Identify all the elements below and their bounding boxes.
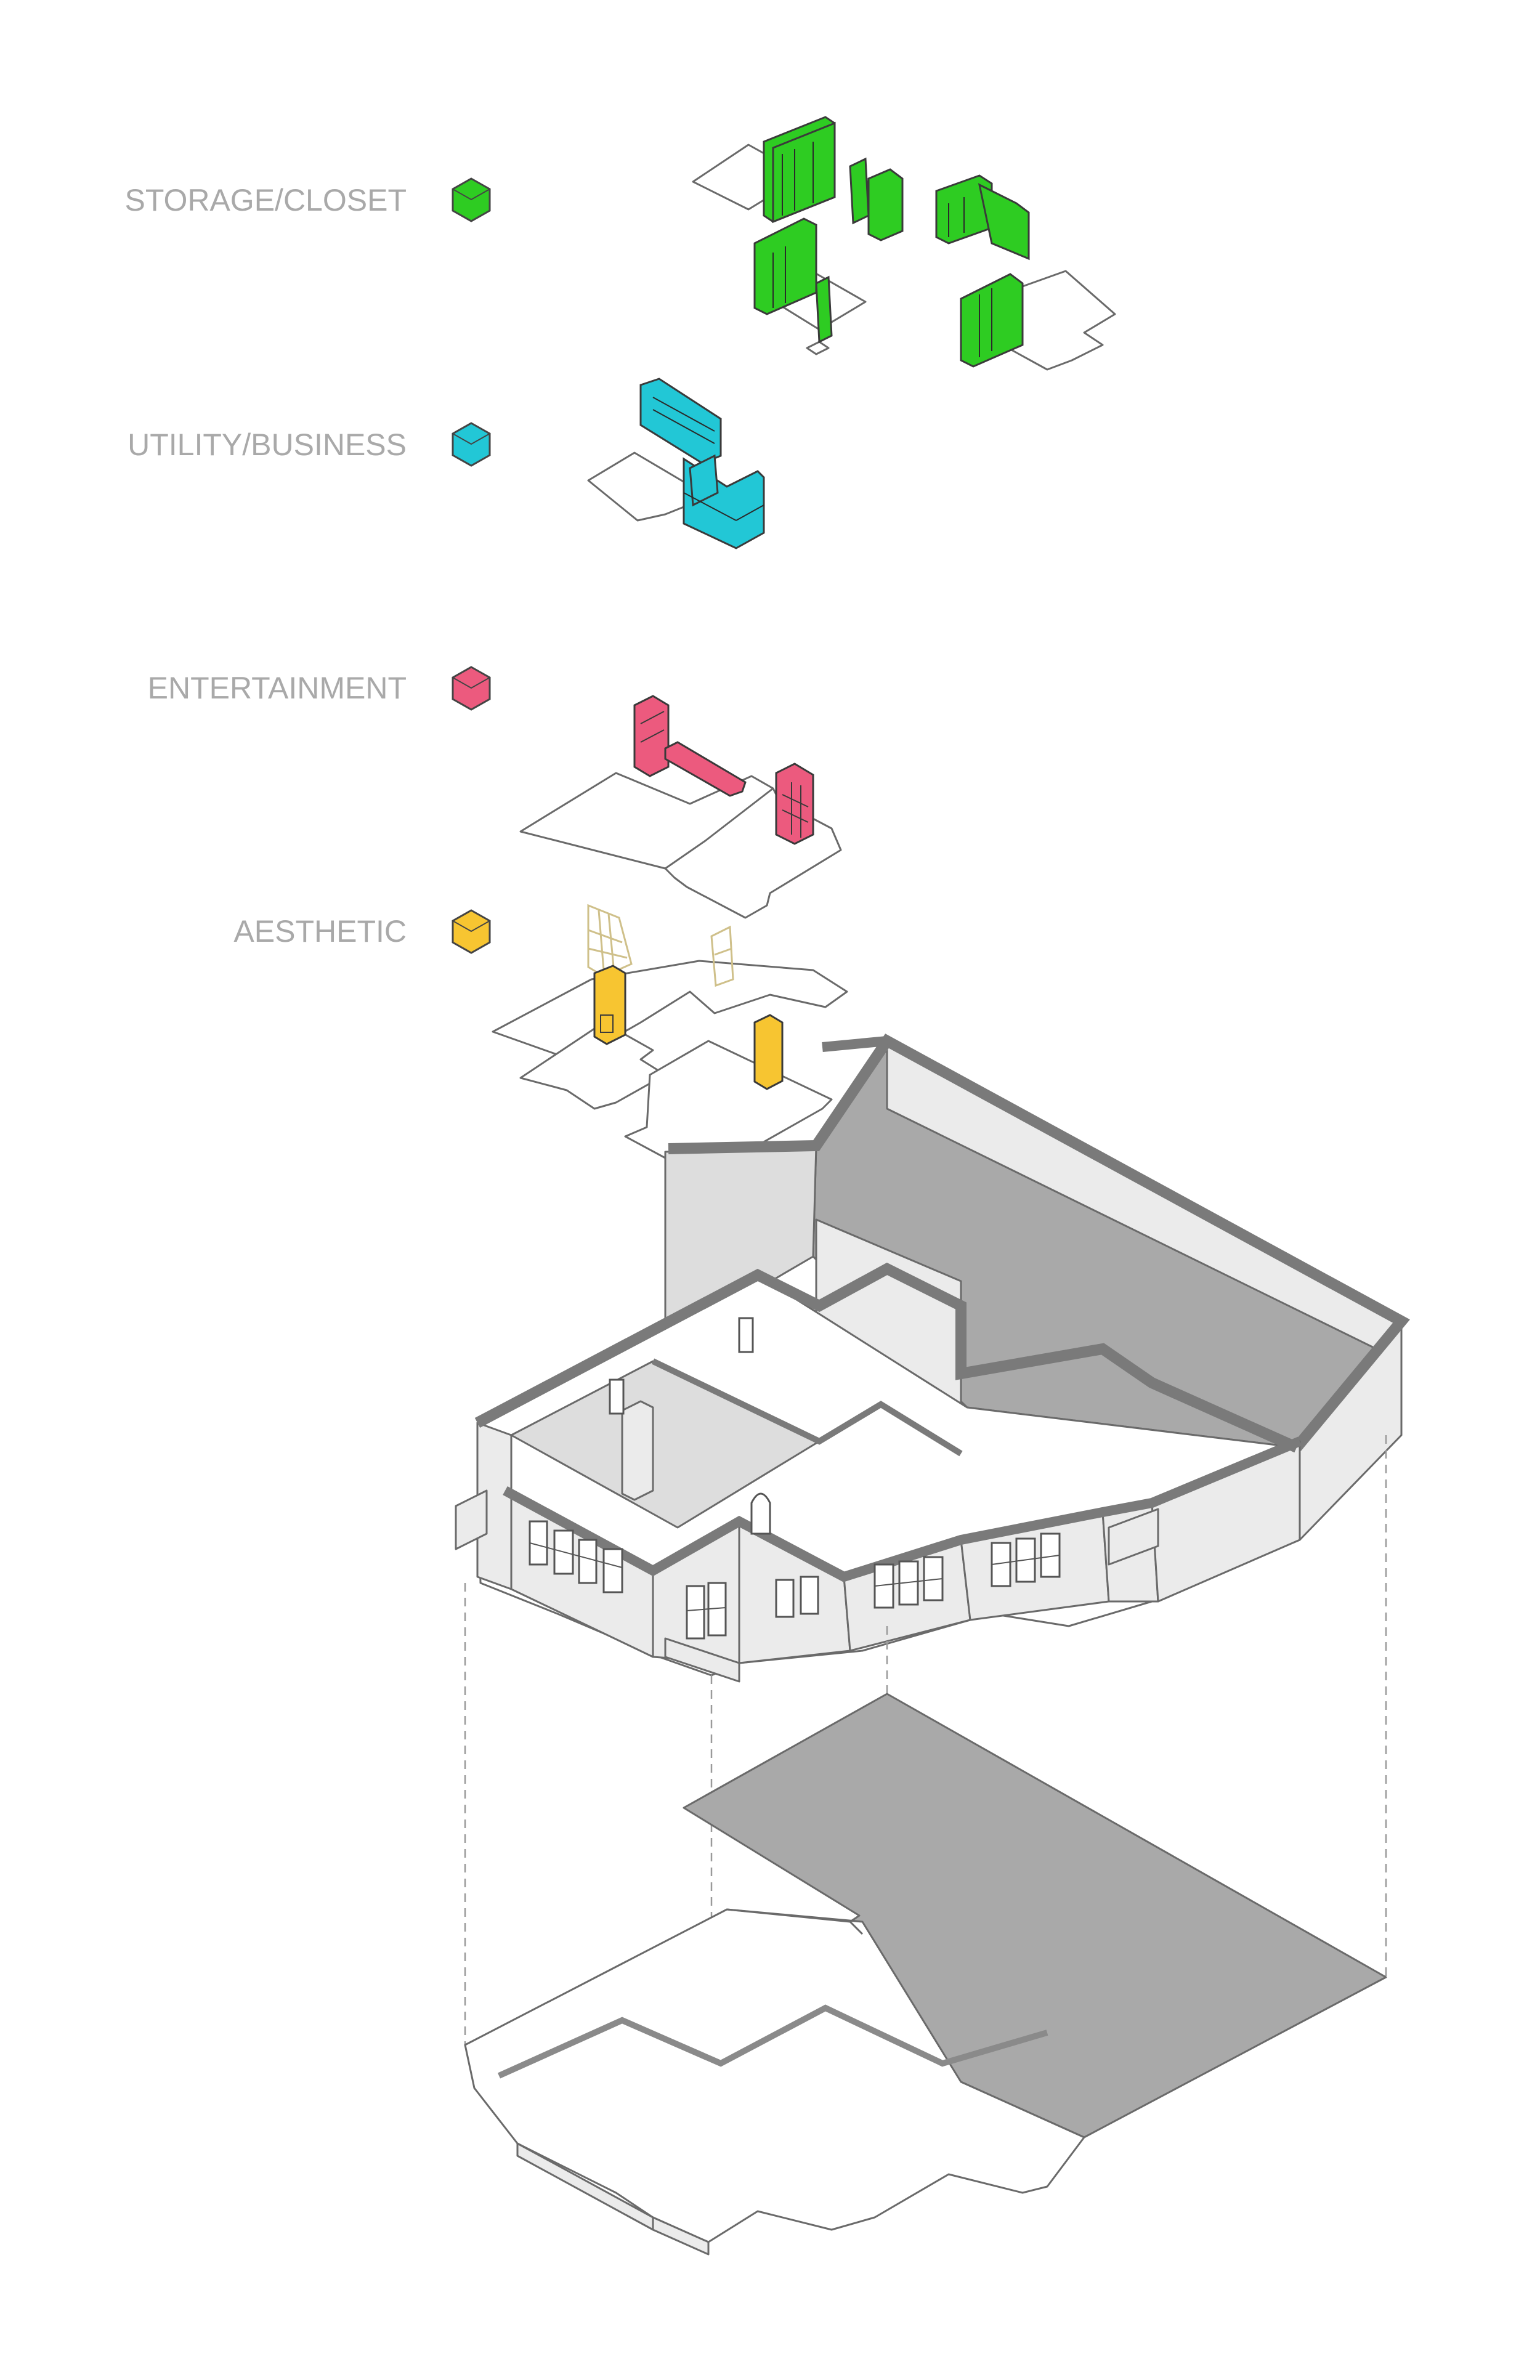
building-model (455, 1034, 1410, 1683)
pink-cube-icon (452, 666, 491, 711)
entertainment-layer (519, 695, 842, 919)
legend-label-aesthetic: AESTHETIC (233, 914, 407, 949)
aesthetic-layer (492, 904, 848, 1162)
legend-label-storage-closet: STORAGE/CLOSET (124, 183, 407, 217)
cyan-cube-icon (452, 422, 491, 467)
building-windows (529, 1317, 1061, 1640)
green-cube-icon (452, 177, 491, 222)
legend-label-utility-business: UTILITY/BUSINESS (128, 427, 407, 462)
legend-label-entertainment: ENTERTAINMENT (147, 671, 407, 705)
green-closet-blocks (753, 116, 1030, 368)
utility-business-layer (587, 378, 765, 549)
storage-closet-layer (692, 116, 1116, 371)
yellow-cube-icon (452, 909, 491, 954)
ground-floor-plan (464, 1693, 1387, 2256)
